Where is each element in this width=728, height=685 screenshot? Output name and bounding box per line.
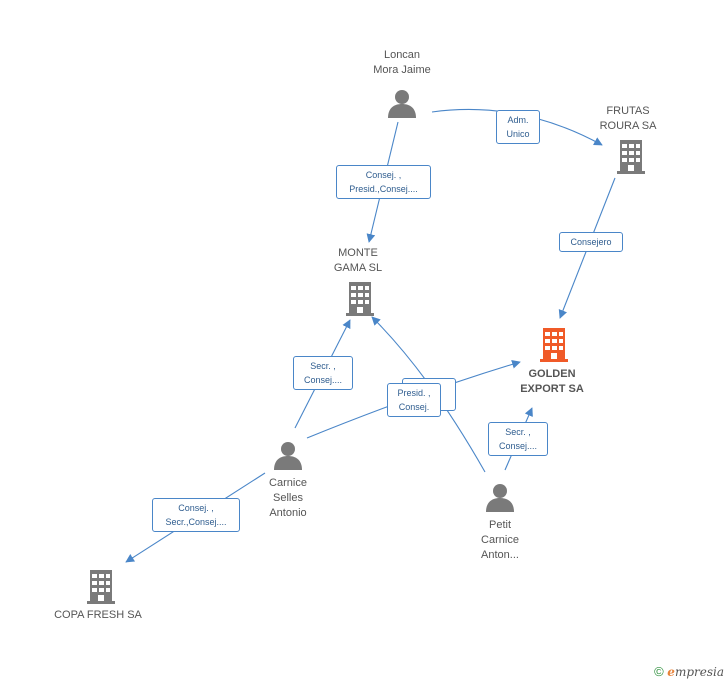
node-label-carnice[interactable]: Carnice Selles Antonio (269, 477, 307, 519)
node-label-monte[interactable]: MONTE GAMA SL (333, 247, 383, 274)
node-label-copa[interactable]: COPA FRESH SA (54, 609, 142, 621)
building-icon[interactable] (617, 140, 645, 174)
node-label-frutas[interactable]: FRUTAS ROURA SA (599, 105, 657, 132)
edge-label-frutas-golden: Consejero (559, 232, 623, 252)
building-icon[interactable] (346, 282, 374, 316)
node-label-loncan[interactable]: Loncan Mora Jaime (373, 49, 431, 76)
edge-label-carnice-monte: Secr. , Consej.... (293, 356, 353, 390)
person-icon[interactable] (486, 484, 514, 512)
building-icon[interactable] (87, 570, 115, 604)
empresia-logo: empresia (667, 665, 724, 679)
edge-label-loncan-frutas: Adm. Unico (496, 110, 540, 144)
person-icon[interactable] (388, 90, 416, 118)
edge-label-carnice-golden: Presid. , Consej. (387, 383, 441, 417)
building-icon[interactable] (540, 328, 568, 362)
copyright-brand: © empresia (654, 664, 724, 679)
node-label-golden[interactable]: GOLDEN EXPORT SA (520, 368, 584, 395)
edge-label-carnice-copa: Consej. , Secr.,Consej.... (152, 498, 240, 532)
person-icon[interactable] (274, 442, 302, 470)
edge-label-loncan-monte: Consej. , Presid.,Consej.... (336, 165, 431, 199)
copyright-symbol: © (654, 664, 664, 679)
node-label-petit[interactable]: Petit Carnice Anton... (481, 519, 519, 561)
edge-label-petit-golden: Secr. , Consej.... (488, 422, 548, 456)
